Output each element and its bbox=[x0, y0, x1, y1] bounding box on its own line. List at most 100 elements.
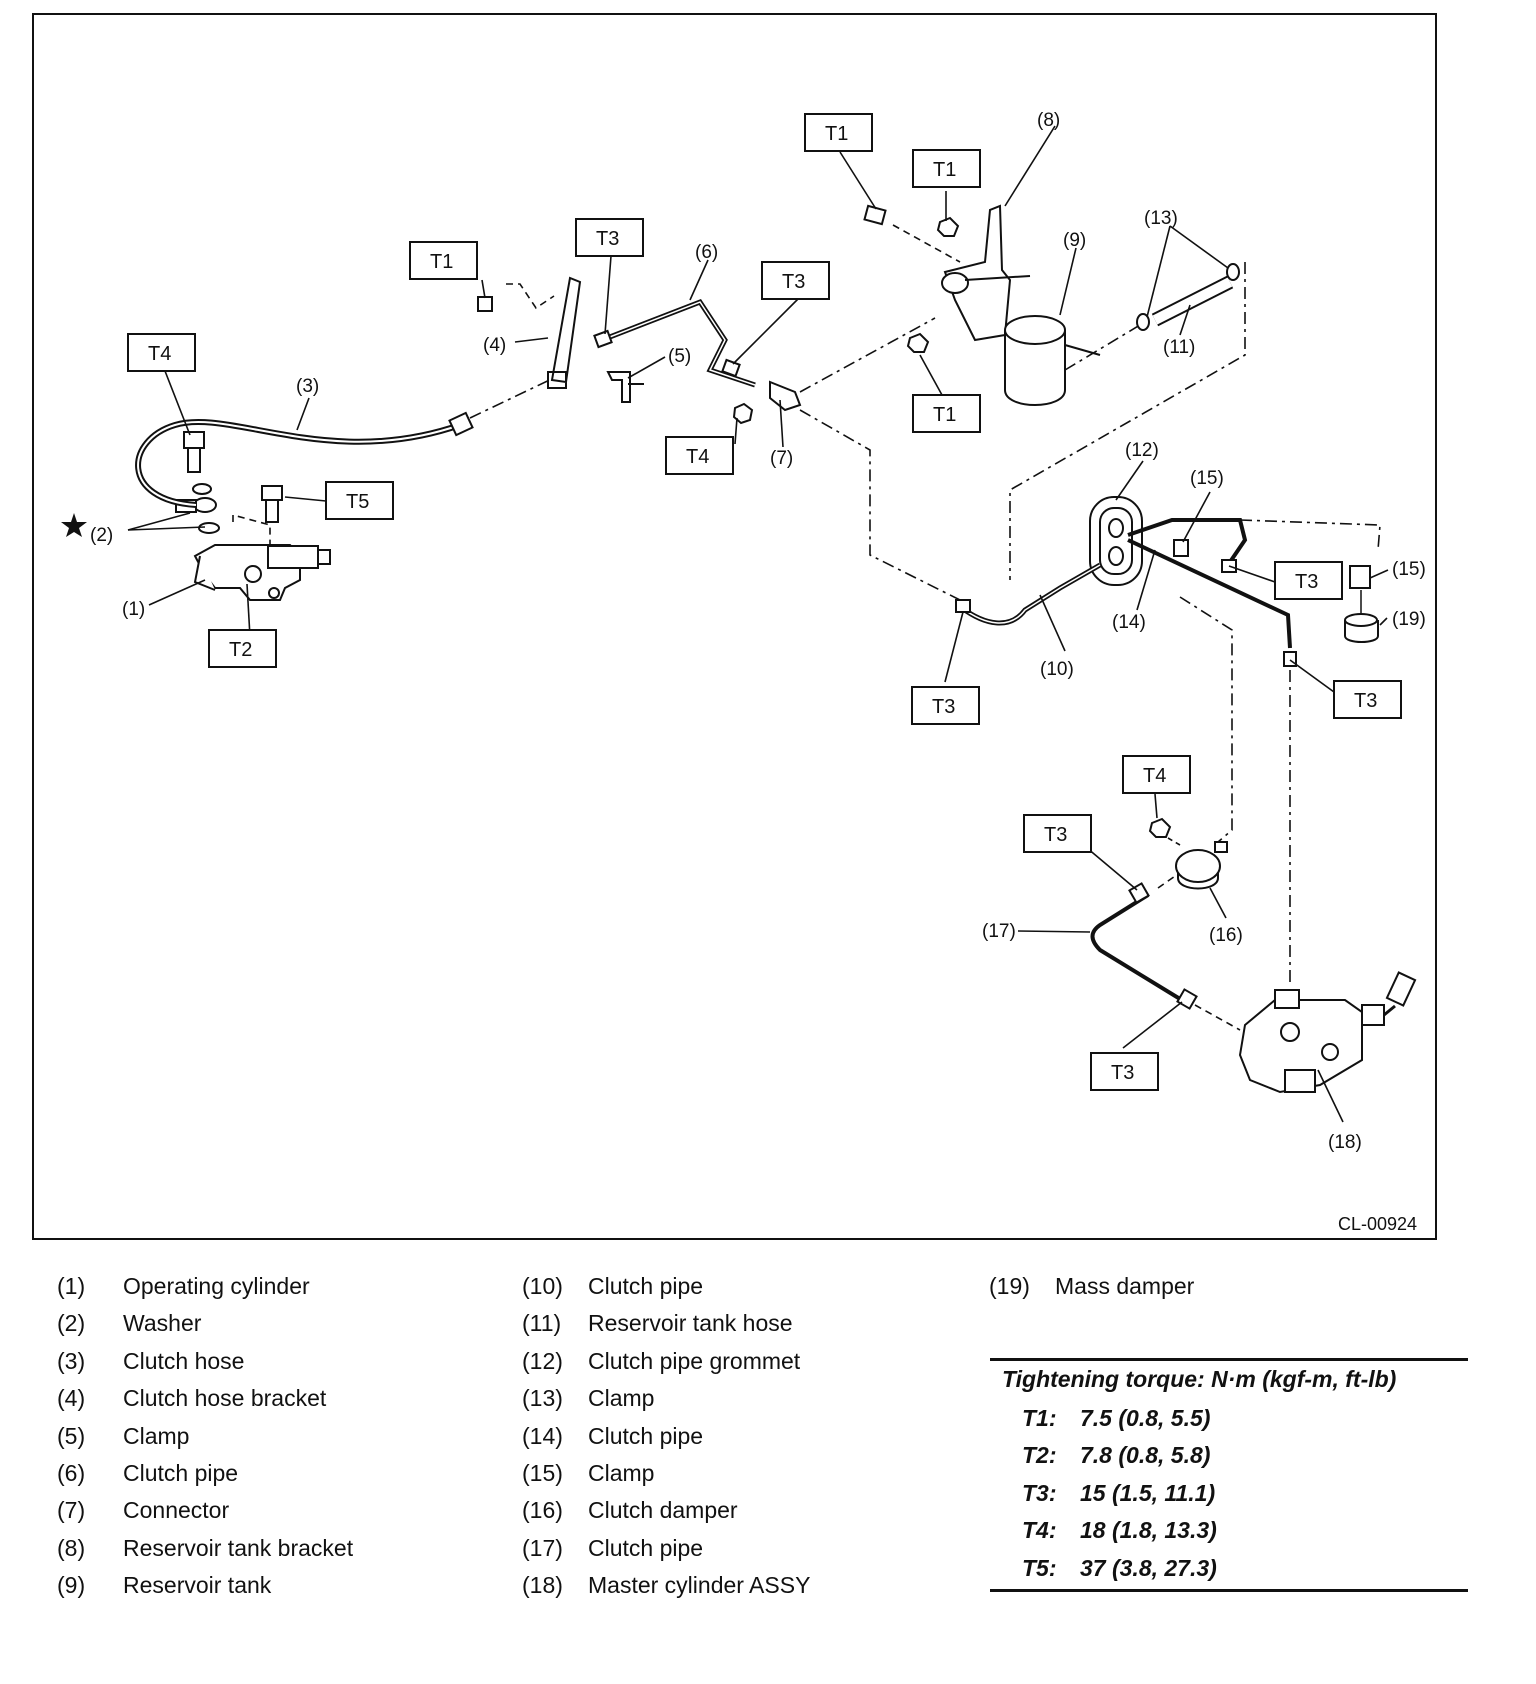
legend-item-number: (1) bbox=[57, 1273, 86, 1299]
legend-item-name: Clamp bbox=[588, 1385, 655, 1412]
nut-t1-bracket bbox=[936, 216, 960, 237]
callout-8: (8) bbox=[1037, 110, 1060, 131]
legend-item-name: Clutch hose bbox=[123, 1347, 245, 1374]
clutch-pipe-10 bbox=[960, 562, 1102, 626]
legend-item: (11) Reservoir tank hose bbox=[522, 1305, 810, 1342]
torque-table-bottom-rule bbox=[990, 1588, 1468, 1592]
legend-item-number: (10) bbox=[522, 1273, 563, 1299]
legend-item: (16)Clutch damper bbox=[522, 1492, 810, 1529]
tag-t1-top: T1 bbox=[825, 123, 848, 145]
legend-item: (1) Operating cylinder bbox=[57, 1268, 353, 1305]
legend-item-name: Reservoir tank hose bbox=[588, 1310, 793, 1337]
clamp-15-b bbox=[1349, 565, 1371, 589]
dashed-hose-loop bbox=[1009, 262, 1246, 580]
legend-item-number: (17) bbox=[522, 1534, 563, 1561]
tag-t1-hose-bracket: T1 bbox=[430, 251, 453, 273]
legend-column-1: (1) Operating cylinder (2) Washer (3) Clutch … bbox=[57, 1268, 353, 1605]
clamp-13-a bbox=[1136, 313, 1150, 331]
legend-item-number: (9) bbox=[57, 1572, 86, 1599]
legend-item-name: Connector bbox=[123, 1497, 230, 1524]
bolt-t5 bbox=[261, 485, 283, 523]
legend-column-3: (19)Mass damper bbox=[989, 1268, 1194, 1305]
callout-11: (11) bbox=[1163, 337, 1195, 358]
legend-item: (4) Clutch hose bracket bbox=[57, 1380, 353, 1417]
callout-15-a: (15) bbox=[1190, 468, 1224, 489]
legend-item: (5)Clamp bbox=[57, 1418, 353, 1455]
tag-t3-pipe6: T3 bbox=[782, 271, 805, 293]
torque-key: T2: bbox=[1022, 1442, 1057, 1469]
dashed-guide-cylinder bbox=[232, 513, 271, 545]
tag-t4-connector: T4 bbox=[686, 446, 709, 468]
clutch-system-diagram: (1) (2) (3) (4) (5) (6) (7) (8) (9) (10)… bbox=[32, 13, 1437, 1240]
bolt-t4-left bbox=[183, 431, 205, 473]
clutch-pipe-14b bbox=[1127, 538, 1292, 649]
clamp-13-b bbox=[1226, 263, 1240, 281]
bolt-t1-top bbox=[863, 204, 887, 226]
callout-13: (13) bbox=[1144, 208, 1178, 229]
legend-item-number: (18) bbox=[522, 1572, 563, 1599]
legend-item-name: Reservoir tank bracket bbox=[123, 1534, 354, 1561]
torque-value: 7.8 (0.8, 5.8) bbox=[1080, 1442, 1211, 1469]
callout-10: (10) bbox=[1040, 659, 1074, 680]
legend-item: (9) Reservoir tank bbox=[57, 1567, 353, 1604]
torque-key: T5: bbox=[1022, 1554, 1057, 1581]
nut-t1-lower bbox=[906, 332, 930, 353]
tag-t1-bracket: T1 bbox=[933, 159, 956, 181]
operating-cylinder bbox=[193, 544, 331, 601]
legend-item-number: (7) bbox=[57, 1497, 86, 1524]
hose-fitting bbox=[448, 411, 474, 437]
bolt-t1-bracket bbox=[477, 296, 493, 312]
dashed-hose-to-bracket bbox=[469, 374, 561, 419]
tag-t3-pipe14b: T3 bbox=[1354, 690, 1377, 712]
legend-item: (7) Connector bbox=[57, 1492, 353, 1529]
legend-item-name: Clutch pipe bbox=[588, 1422, 704, 1449]
clutch-damper bbox=[1175, 841, 1228, 890]
tag-t2: T2 bbox=[229, 639, 252, 661]
callout-12: (12) bbox=[1125, 440, 1159, 461]
torque-table-rows: T1:7.5 (0.8, 5.5)T2:7.8 (0.8, 5.8)T3:15 … bbox=[990, 1400, 1468, 1587]
dashed-to-master bbox=[1179, 596, 1233, 843]
legend-item-number: (11) bbox=[522, 1310, 562, 1337]
legend-item-name: Reservoir tank bbox=[123, 1572, 272, 1599]
legend-item: (15)Clamp bbox=[522, 1455, 810, 1492]
legend-item-number: (2) bbox=[57, 1310, 86, 1337]
connector bbox=[769, 380, 802, 412]
legend-item-number: (5) bbox=[57, 1422, 86, 1449]
legend-item-name: Washer bbox=[123, 1310, 202, 1337]
legend-item-number: (6) bbox=[57, 1460, 86, 1487]
torque-tag-boxes bbox=[127, 113, 1402, 1091]
torque-row: T2: 7.8 (0.8, 5.8) bbox=[990, 1437, 1468, 1474]
legend-item-number: (12) bbox=[522, 1347, 563, 1374]
mass-damper bbox=[1344, 613, 1379, 643]
callout-18: (18) bbox=[1328, 1132, 1362, 1153]
legend-item: (14) Clutch pipe bbox=[522, 1418, 810, 1455]
legend-item-number: (14) bbox=[522, 1422, 563, 1449]
clamp-15-a bbox=[1173, 539, 1189, 557]
clamp-5 bbox=[606, 371, 644, 403]
legend-item: (2) Washer bbox=[57, 1305, 353, 1342]
callout-16: (16) bbox=[1209, 925, 1243, 946]
dashed-connector-to-reservoir bbox=[799, 317, 936, 393]
legend-item-number: (8) bbox=[57, 1534, 86, 1561]
legend-item-number: (15) bbox=[522, 1460, 563, 1487]
legend-item-number: (3) bbox=[57, 1347, 86, 1374]
legend-item-number: (16) bbox=[522, 1497, 563, 1524]
torque-key: T3: bbox=[1022, 1479, 1057, 1506]
tag-t3-pipe17: T3 bbox=[1044, 824, 1067, 846]
torque-key: T4: bbox=[1022, 1517, 1057, 1544]
torque-key: T1: bbox=[1022, 1405, 1057, 1431]
legend-item-number: (4) bbox=[57, 1385, 86, 1412]
master-cylinder bbox=[1238, 971, 1417, 1094]
tag-t4-hose: T4 bbox=[148, 343, 171, 365]
legend-item: (6)Clutch pipe bbox=[57, 1455, 353, 1492]
legend-item: (13)Clamp bbox=[522, 1380, 810, 1417]
legend-item-name: Clutch pipe bbox=[588, 1534, 704, 1561]
torque-row: T1:7.5 (0.8, 5.5) bbox=[990, 1400, 1468, 1437]
drawing-code: CL-00924 bbox=[1338, 1214, 1417, 1234]
callout-9: (9) bbox=[1063, 230, 1086, 251]
legend-item-name: Operating cylinder bbox=[123, 1273, 310, 1299]
tag-t3-pipe14: T3 bbox=[1295, 571, 1318, 593]
legend-item-name: Clutch pipe grommet bbox=[588, 1347, 801, 1374]
legend-item-name: Clutch hose bracket bbox=[123, 1385, 327, 1412]
clutch-pipe-17 bbox=[1090, 893, 1187, 1004]
